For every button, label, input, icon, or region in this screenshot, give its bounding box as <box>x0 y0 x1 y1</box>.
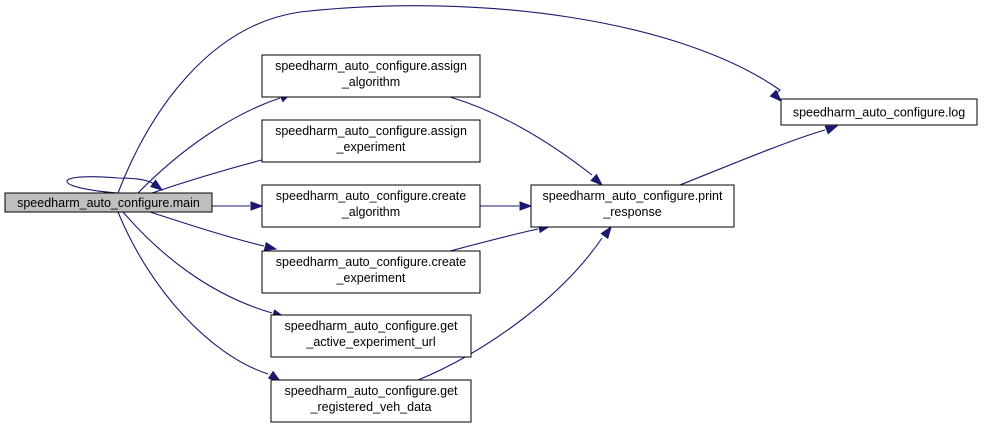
edge-main-to-get-registered-veh-data <box>117 211 282 382</box>
arrow-head-icon <box>590 173 604 186</box>
arrow-head-icon <box>824 125 839 135</box>
edge-line <box>449 96 593 176</box>
node-label-line: _active_experiment_url <box>305 335 435 349</box>
node-label-line: speedharm_auto_configure.main <box>17 196 200 210</box>
arrow-head-icon <box>769 89 783 103</box>
node-box[interactable] <box>4 192 213 213</box>
node-label-line: _registered_veh_data <box>310 400 432 414</box>
edge-line <box>137 97 281 194</box>
edge-create-algorithm-to-print-response <box>480 201 533 211</box>
node-label-line: speedharm_auto_configure.get <box>284 384 458 398</box>
edges-layer <box>66 5 839 382</box>
edge-line <box>151 155 278 194</box>
node-label-line: _algorithm <box>341 75 400 89</box>
edge-main-to-main <box>66 176 164 194</box>
node-assign-experiment[interactable]: speedharm_auto_configure.assign _experime… <box>261 119 481 163</box>
edge-main-to-create-algorithm <box>212 201 264 211</box>
node-label-line: _experiment <box>336 140 406 154</box>
edge-main-to-log <box>117 5 783 194</box>
node-main[interactable]: speedharm_auto_configure.main <box>4 192 213 213</box>
edge-create-experiment-to-print-response <box>449 223 552 252</box>
nodes-layer: speedharm_auto_configure.main speedharm_a… <box>4 54 978 423</box>
node-label-line: speedharm_auto_configure.assign <box>275 59 467 73</box>
arrow-head-icon <box>149 179 164 191</box>
node-create-algorithm[interactable]: speedharm_auto_configure.create _algorith… <box>261 184 481 228</box>
node-label-line: _algorithm <box>341 205 400 219</box>
edge-print-response-to-log <box>679 125 839 186</box>
arrow-head-icon <box>600 225 612 240</box>
arrow-head-icon <box>250 201 264 211</box>
node-box[interactable] <box>261 250 481 294</box>
arrow-head-icon <box>263 241 278 252</box>
node-label-line: speedharm_auto_configure.create <box>276 189 466 203</box>
arrow-head-icon <box>519 201 533 211</box>
node-log[interactable]: speedharm_auto_configure.log <box>780 98 978 126</box>
edge-line <box>449 228 539 252</box>
edge-line <box>679 129 826 186</box>
node-box[interactable] <box>270 314 472 358</box>
edge-main-to-get-active-experiment-url <box>122 211 286 319</box>
edge-line <box>117 211 269 375</box>
edge-main-to-create-experiment <box>149 211 278 252</box>
node-box[interactable] <box>780 98 978 126</box>
edge-get-registered-veh-data-to-print-response <box>417 225 612 381</box>
node-box[interactable] <box>261 54 481 98</box>
node-label-line: _response <box>602 205 661 219</box>
node-assign-algorithm[interactable]: speedharm_auto_configure.assign _algorith… <box>261 54 481 98</box>
node-label-line: speedharm_auto_configure.get <box>284 319 458 333</box>
edge-line <box>117 5 781 194</box>
node-label-line: speedharm_auto_configure.print <box>543 189 724 203</box>
node-label-line: speedharm_auto_configure.create <box>276 255 466 269</box>
node-box[interactable] <box>261 119 481 163</box>
node-label-line: _experiment <box>336 271 406 285</box>
node-print-response[interactable]: speedharm_auto_configure.print _response <box>530 184 735 228</box>
edge-line <box>122 211 273 314</box>
node-box[interactable] <box>270 379 472 423</box>
edge-assign-algorithm-to-print-response <box>449 96 604 186</box>
edge-line <box>417 237 603 381</box>
node-label-line: speedharm_auto_configure.log <box>793 106 965 120</box>
node-create-experiment[interactable]: speedharm_auto_configure.create _experime… <box>261 250 481 294</box>
node-box[interactable] <box>261 184 481 228</box>
edge-line <box>66 176 156 194</box>
node-box[interactable] <box>530 184 735 228</box>
node-label-line: speedharm_auto_configure.assign <box>275 124 467 138</box>
node-get-registered-veh-data[interactable]: speedharm_auto_configure.get _registered_… <box>270 379 472 423</box>
edge-line <box>149 211 265 247</box>
node-get-active-experiment-url[interactable]: speedharm_auto_configure.get _active_expe… <box>270 314 472 358</box>
